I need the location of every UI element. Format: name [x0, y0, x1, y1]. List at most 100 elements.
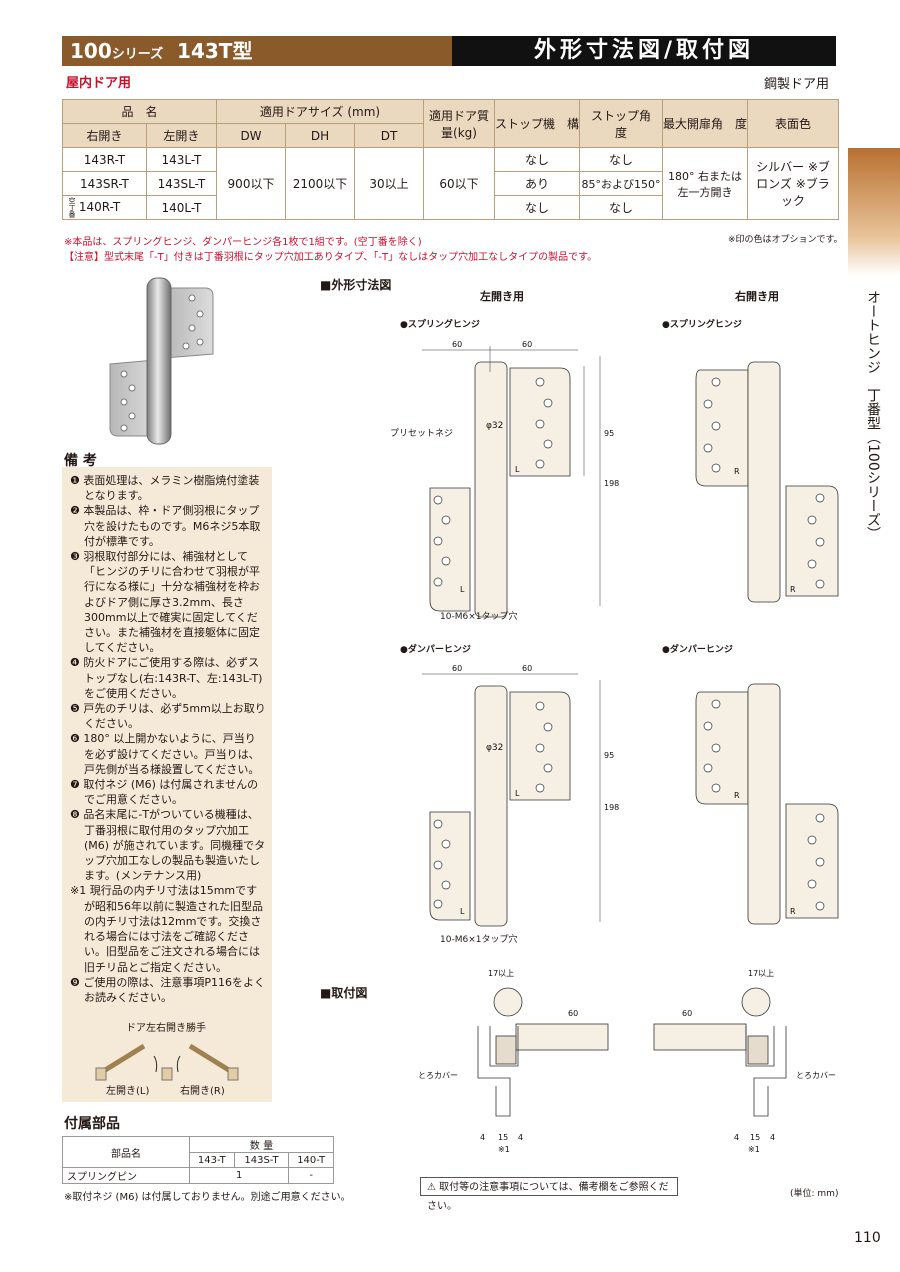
- model-name: 143T型: [177, 39, 253, 63]
- th-dw: DW: [216, 123, 286, 148]
- dim-text: 95: [604, 751, 614, 760]
- left-open-title: 左開き用: [480, 290, 524, 303]
- dim-text: 95: [604, 429, 614, 438]
- door-type-label: 鋼製ドア用: [764, 77, 830, 92]
- phi-label: φ32: [486, 743, 503, 753]
- door-diagram-box: ドア左右開き勝手 左開き(L) 右開き(R): [62, 1012, 272, 1102]
- hinge-r-label: R: [734, 467, 740, 476]
- remark-item: ❼ 取付ネジ (M6) は付属されませんのでご用意ください。: [70, 778, 259, 807]
- cell-angle: なし: [579, 147, 663, 172]
- table-note-1: ※本品は、スプリングヒンジ、ダンパーヒンジ各1枚で1組です。(空丁番を除く): [64, 237, 422, 248]
- damper-hinge-left-drawing: 60 60 φ32 L L 95 198: [422, 664, 619, 927]
- door-diagram-title: ドア左右開き勝手: [126, 1023, 206, 1034]
- door-swing-diagram: [95, 1043, 239, 1081]
- outline-title: ■外形寸法図: [320, 278, 392, 292]
- dim-text: 60: [452, 664, 462, 673]
- mount-4-label: 4: [770, 1133, 775, 1142]
- remarks-box: ❶ 表面処理は、メラミン樹脂焼付塗装となります。 ❷ 本製品は、枠・ドア側羽根に…: [62, 467, 272, 1015]
- spring-title-left: ●スプリングヒンジ: [400, 320, 480, 330]
- th-name: 品 名: [62, 99, 217, 124]
- section-title: 外形寸法図/取付図: [452, 36, 836, 66]
- hinge-r-label: R: [790, 907, 796, 916]
- hinge-r-label: R: [790, 585, 796, 594]
- series-number: 100: [70, 39, 112, 63]
- parts-col: 143-T: [189, 1152, 235, 1168]
- warning-icon: ⚠: [427, 1182, 436, 1193]
- mount-60-label: 60: [682, 1009, 692, 1018]
- cell-stop: あり: [494, 171, 580, 196]
- cell-left: 140L-T: [145, 195, 218, 220]
- mount-cover-label: とろカバー: [796, 1071, 836, 1080]
- mount-60-label: 60: [568, 1009, 578, 1018]
- damper-title-right: ●ダンパーヒンジ: [662, 645, 733, 655]
- parts-title: 付属部品: [64, 1116, 120, 1132]
- mount-4-label: 4: [734, 1133, 739, 1142]
- mount-drawing-left: 17以上 60 とろカバー 4 15 4 ※1: [418, 969, 609, 1154]
- cell-angle: 85°および150°: [579, 171, 663, 196]
- tap-hole-label: 10-M6×1タップ穴: [440, 935, 518, 945]
- parts-table: 部品名 数 量 143-T 143S-T 140-T スプリングピン 1 -: [62, 1136, 334, 1184]
- hinge-l-label: L: [460, 907, 465, 916]
- parts-col-name: 部品名: [62, 1136, 190, 1168]
- th-stop-mech: ストップ機 構: [494, 99, 580, 148]
- mount-note-label: ※1: [748, 1145, 760, 1154]
- parts-qty: 1: [188, 1167, 290, 1184]
- parts-col-qty: 数 量: [189, 1136, 334, 1153]
- hinge-l-label: L: [515, 789, 520, 798]
- dim-text: 60: [452, 340, 462, 349]
- side-tab: [848, 148, 900, 276]
- spring-title-right: ●スプリングヒンジ: [662, 320, 742, 330]
- th-left: 左開き: [145, 123, 218, 148]
- series-suffix: シリーズ: [111, 47, 164, 62]
- spec-table: 品 名 適用ドアサイズ (mm) 適用ドア質量(kg) ストップ機 構 ストップ…: [62, 99, 839, 220]
- mount-15-label: 15: [750, 1133, 760, 1142]
- mount-4-label: 4: [480, 1133, 485, 1142]
- hinge-l-label: L: [515, 465, 520, 474]
- parts-row-name: スプリングピン: [62, 1167, 190, 1184]
- remarks-title: 備 考: [64, 453, 97, 469]
- hinge-r-label: R: [734, 791, 740, 800]
- preset-screw-label: プリセットネジ: [390, 429, 454, 439]
- cell-dw: 900以下: [216, 147, 286, 220]
- cell-right: 140R-T: [78, 200, 121, 214]
- mount-15-label: 15: [498, 1133, 508, 1142]
- mount-17-label: 17以上: [488, 969, 514, 978]
- th-door-size: 適用ドアサイズ (mm): [216, 99, 424, 124]
- table-note-3: ※印の色はオプションです。: [728, 235, 843, 245]
- cell-angle: なし: [579, 195, 663, 220]
- cell-stop: なし: [494, 147, 580, 172]
- th-max-open: 最大開扉角 度: [662, 99, 748, 148]
- parts-qty: -: [288, 1167, 334, 1184]
- damper-hinge-right-drawing: R R: [695, 683, 839, 925]
- door-left-label: 左開き(L): [106, 1086, 150, 1097]
- dim-text: 198: [604, 479, 619, 488]
- mount-cover-label: とろカバー: [418, 1071, 458, 1080]
- cell-left: 143L-T: [145, 147, 218, 172]
- blank-hinge-prefix: 空丁番: [68, 197, 76, 218]
- right-open-title: 右開き用: [735, 290, 779, 303]
- hinge-l-label: L: [460, 585, 465, 594]
- cell-left: 143SL-T: [145, 171, 218, 196]
- caution-text: 取付等の注意事項については、備考欄をご参照ください。: [427, 1182, 669, 1212]
- th-dh: DH: [285, 123, 355, 148]
- cell-weight: 60以下: [423, 147, 495, 220]
- remark-item: ❻ 180° 以上開かないように、戸当りを必ず設けてください。戸当りは、戸先側が…: [70, 732, 260, 776]
- parts-note: ※取付ネジ (M6) は付属しておりません。別途ご用意ください。: [64, 1192, 351, 1203]
- parts-col: 143S-T: [233, 1152, 290, 1168]
- remark-item: ❷ 本製品は、枠・ドア側羽根にタップ穴を設けたものです。M6ネジ5本取付が標準で…: [70, 504, 261, 548]
- mount-drawing-right: 17以上 60 とろカバー 4 15 4 ※1: [653, 969, 836, 1154]
- remark-item: ❺ 戸先のチリは、必ず5mm以上お取りください。: [70, 702, 266, 731]
- tap-hole-label: 10-M6×1タップ穴: [440, 612, 518, 622]
- remark-item: ❾ ご使用の際は、注意事項P116をよくお読みください。: [70, 975, 265, 1004]
- cell-right: 143SR-T: [62, 171, 147, 196]
- spring-hinge-right-drawing: R R: [695, 361, 839, 603]
- door-right-label: 右開き(R): [180, 1086, 225, 1097]
- cell-color: シルバー ※ブロンズ ※ブラック: [747, 147, 839, 220]
- cell-stop: なし: [494, 195, 580, 220]
- caution-box: ⚠ 取付等の注意事項については、備考欄をご参照ください。: [420, 1177, 678, 1212]
- remark-item: ❽ 品名末尾に-Tがついている機種は、丁番羽根に取付用のタップ穴加工 (M6) …: [70, 808, 266, 883]
- dim-text: 198: [604, 803, 619, 812]
- cell-max-open: 180° 右または左一方開き: [662, 147, 748, 220]
- damper-title-left: ●ダンパーヒンジ: [400, 645, 471, 655]
- remark-item: ❹ 防火ドアにご使用する際は、必ずストップなし(右:143R-T、左:143L-…: [70, 656, 263, 700]
